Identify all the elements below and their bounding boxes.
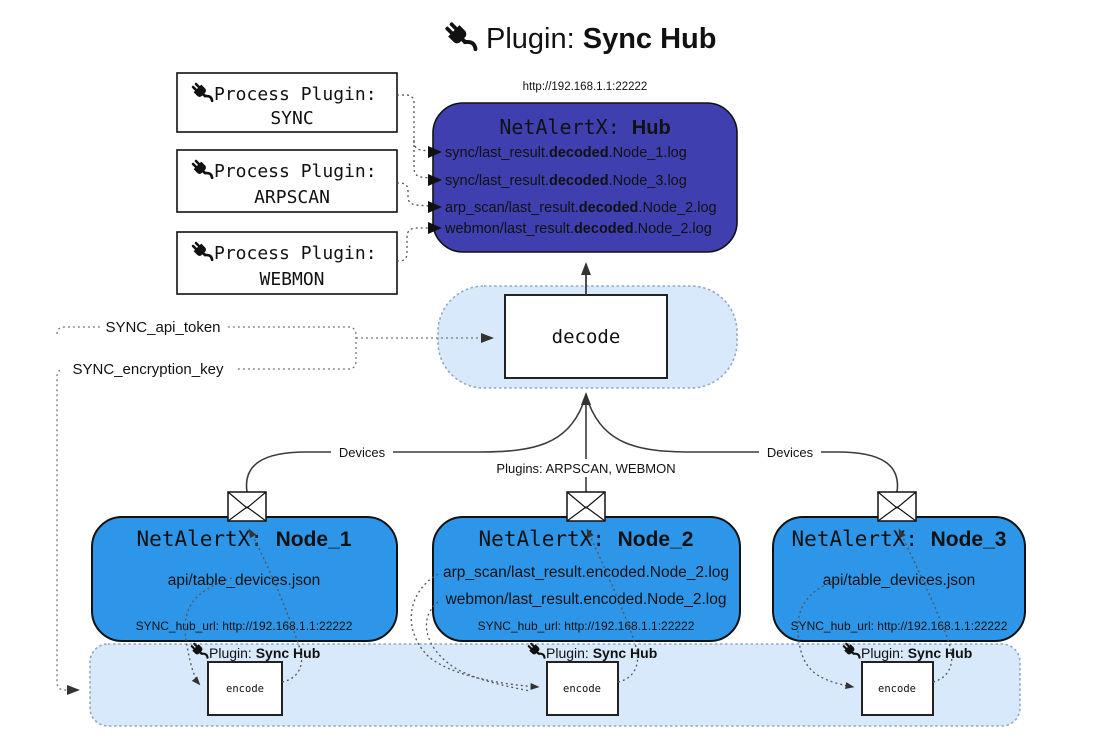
diagram-title: Plugin: Sync Hub: [440, 17, 716, 59]
label-bg: [759, 444, 821, 461]
edge-webmon-to-log4: [397, 227, 429, 262]
label-bg: [502, 459, 670, 477]
node-3-box: NetAlertX: Node_3 api/table_devices.json…: [772, 516, 1026, 642]
node-2-title: NetAlertX: Node_2: [479, 527, 694, 551]
process-plugin-webmon-label: Process Plugin:: [214, 243, 377, 264]
edge-node3-file-to-encode: [797, 577, 855, 690]
encoder-unit-3: Plugin: Sync Hub encode: [840, 640, 972, 716]
encode-box: [207, 661, 283, 716]
edge-secrets-to-encoders: [56, 326, 357, 695]
node-1-box: NetAlertX: Node_1 api/table_devices.json…: [91, 516, 398, 642]
edge-arpscan-to-log3: [397, 182, 430, 207]
process-plugin-arpscan-name: ARPSCAN: [254, 187, 330, 208]
encode-label: encode: [878, 683, 916, 695]
encoder-unit-1: Plugin: Sync Hub encode: [188, 640, 320, 716]
encode-label: encode: [226, 683, 264, 695]
label-bg: [60, 360, 236, 378]
edge-sync-to-log2: [413, 140, 430, 179]
arrowhead-log2: [428, 174, 442, 186]
hub-url: http://192.168.1.1:22222: [523, 81, 648, 93]
title-name: Sync Hub: [583, 23, 717, 55]
hub-box: http://192.168.1.1:22222 NetAlertX: Hub …: [428, 81, 738, 253]
devices-right-label: Devices: [767, 445, 814, 460]
node-2-file-2: webmon/last_result.encoded.Node_2.log: [445, 591, 727, 608]
plugin-to-hub-connectors: [397, 94, 430, 262]
arrowhead-log1: [428, 146, 442, 158]
page-title: Plugin: Sync Hub: [486, 23, 716, 55]
encode-label: encode: [563, 683, 601, 695]
edge-encode1-to-envelope: [248, 528, 303, 683]
encoder-2-plugin-label: Plugin: Sync Hub: [546, 645, 657, 661]
hub-title-prefix: NetAlertX:: [499, 115, 631, 139]
hub-title: NetAlertX: Hub: [499, 115, 670, 139]
arrowhead-log4: [428, 222, 442, 234]
process-plugin-box-sync: Process Plugin: SYNC: [176, 72, 398, 133]
plugins-mid-label: Plugins: ARPSCAN, WEBMON: [496, 461, 675, 476]
encoder-unit-2: Plugin: Sync Hub encode: [525, 640, 657, 716]
node-3-hub-url: SYNC_hub_url: http://192.168.1.1:22222: [791, 619, 1008, 633]
envelope-icon: [877, 491, 917, 522]
hub-log-4: webmon/last_result.decoded.Node_2.log: [444, 221, 712, 237]
arrowhead-log3: [428, 201, 442, 213]
envelope-icon: [566, 491, 606, 522]
node-to-decode-edges: [245, 392, 899, 493]
process-plugin-arpscan-label: Process Plugin:: [214, 161, 377, 182]
decode-unit: decode: [504, 262, 668, 379]
node-1-file: api/table_devices.json: [168, 572, 321, 589]
encode-box: [861, 661, 934, 716]
secrets-bracket: [56, 326, 494, 695]
plug-icon: [440, 17, 482, 59]
edge-devices-left: [245, 403, 584, 493]
process-plugin-sync-label: Process Plugin:: [214, 84, 377, 105]
edge-node2-file1-to-encode: [410, 573, 540, 690]
hub-log-2: sync/last_result.decoded.Node_3.log: [445, 173, 687, 189]
process-plugin-webmon-frame: [176, 231, 398, 295]
encoder-1-plugin-label: Plugin: Sync Hub: [209, 645, 320, 661]
process-plugin-box-webmon: Process Plugin: WEBMON: [176, 231, 398, 295]
node-2-file-1: arp_scan/last_result.encoded.Node_2.log: [443, 564, 729, 581]
label-bg: [331, 444, 393, 461]
node-1-title: NetAlertX: Node_1: [137, 527, 352, 551]
process-plugin-box-arpscan: Process Plugin: ARPSCAN: [176, 149, 398, 213]
node-1-hub-url: SYNC_hub_url: http://192.168.1.1:22222: [136, 619, 353, 633]
devices-left-label: Devices: [339, 445, 386, 460]
edge-devices-right: [588, 403, 899, 493]
process-plugin-sync-name: SYNC: [270, 108, 313, 129]
node-2-hub-url: SYNC_hub_url: http://192.168.1.1:22222: [478, 619, 695, 633]
edge-node2-file2-to-encode: [425, 601, 531, 692]
decode-label: decode: [552, 326, 621, 348]
node-2-box: NetAlertX: Node_2 arp_scan/last_result.e…: [432, 516, 741, 642]
envelope-icon: [227, 491, 267, 522]
process-plugin-arpscan-frame: [176, 149, 398, 213]
hub-log-arrowheads: [428, 146, 442, 234]
sync-encryption-key-label: SYNC_encryption_key: [73, 361, 224, 378]
hub-log-1: sync/last_result.decoded.Node_1.log: [445, 145, 687, 161]
edge-node1-file-to-encode: [184, 577, 233, 686]
edge-sync-to-log1: [397, 94, 430, 152]
process-plugin-sync-frame: [176, 72, 398, 133]
encoder-3-plugin-label: Plugin: Sync Hub: [861, 645, 972, 661]
secret-labels: SYNC_api_token SYNC_encryption_key: [60, 318, 236, 378]
label-bg: [100, 318, 226, 336]
node-3-title: NetAlertX: Node_3: [792, 527, 1007, 551]
encode-flow-edges: [184, 528, 953, 692]
process-plugin-webmon-name: WEBMON: [259, 269, 324, 290]
hub-log-3: arp_scan/last_result.decoded.Node_2.log: [445, 200, 717, 216]
edge-labels: Devices Devices Plugins: ARPSCAN, WEBMON: [331, 444, 821, 477]
title-prefix: Plugin:: [486, 23, 583, 55]
envelope-icons: [227, 491, 917, 522]
node-3-file: api/table_devices.json: [823, 572, 976, 589]
hub-log-list: sync/last_result.decoded.Node_1.log sync…: [444, 145, 717, 237]
sync-api-token-label: SYNC_api_token: [105, 319, 220, 336]
hub-title-name: Hub: [632, 117, 671, 139]
encode-box: [546, 661, 619, 716]
